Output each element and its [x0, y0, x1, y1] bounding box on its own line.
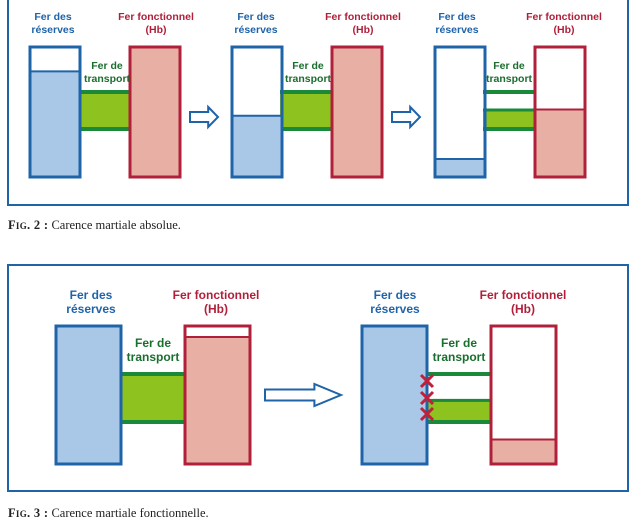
fig2-stage1-stores-box: [28, 45, 82, 179]
fig2-arrow-1: [189, 104, 220, 130]
fig2-stage2-functional-fill: [333, 48, 381, 176]
fig3-stage2-functional-box: [489, 324, 558, 466]
fig3-stage1-stores-box: [54, 324, 123, 466]
fig3-block-cross-1-b: [419, 373, 435, 389]
functional-iron-label: Fer fonctionnel(Hb): [479, 288, 567, 317]
fig2-stage1-functional-fill: [131, 48, 179, 176]
fig3-stage1-functional-fill: [186, 336, 249, 463]
fig3-arrow: [264, 382, 344, 408]
fig2-stage1-functional-box: [128, 45, 182, 179]
figure-3-caption: Fig. 3 : Carence martiale fonctionnelle.: [8, 506, 209, 520]
fig3-stage2-stores-fill: [363, 327, 426, 463]
fig2-stage3-stores-box: [433, 45, 487, 179]
fig2-stage1-transport-fill: [78, 92, 130, 129]
figure-2-caption: Fig. 2 : Carence martiale absolue.: [8, 218, 181, 232]
fig2-stage3-functional-fill: [536, 109, 584, 176]
functional-iron-label: Fer fonctionnel(Hb): [526, 11, 602, 36]
fig2-stage3-transport-fill: [483, 110, 535, 128]
fig2-stage2-transport-fill: [280, 92, 332, 129]
fig3-stage2-transport-fill: [427, 400, 492, 422]
fig2-arrow-2: [391, 104, 422, 130]
fig2-stage2-functional-box: [330, 45, 384, 179]
functional-iron-label: Fer fonctionnel(Hb): [325, 11, 401, 36]
functional-iron-label: Fer fonctionnel(Hb): [118, 11, 194, 36]
fig3-block-cross-3-b: [419, 406, 435, 422]
fig3-stage1-stores-fill: [57, 327, 120, 463]
functional-iron-label: Fer fonctionnel(Hb): [172, 288, 260, 317]
fig3-stage2-functional-fill: [492, 439, 555, 463]
fig3-block-cross-2-b: [419, 390, 435, 406]
fig2-stage3-stores-fill: [436, 158, 484, 176]
fig3-stage1-transport-fill: [120, 374, 185, 422]
fig2-stage1-stores-fill: [31, 71, 79, 176]
fig2-stage2-stores-box: [230, 45, 284, 179]
fig3-stage2-stores-box: [360, 324, 429, 466]
fig3-stage1-functional-box: [183, 324, 252, 466]
fig2-stage3-functional-box: [533, 45, 587, 179]
fig2-stage2-stores-fill: [233, 115, 281, 176]
